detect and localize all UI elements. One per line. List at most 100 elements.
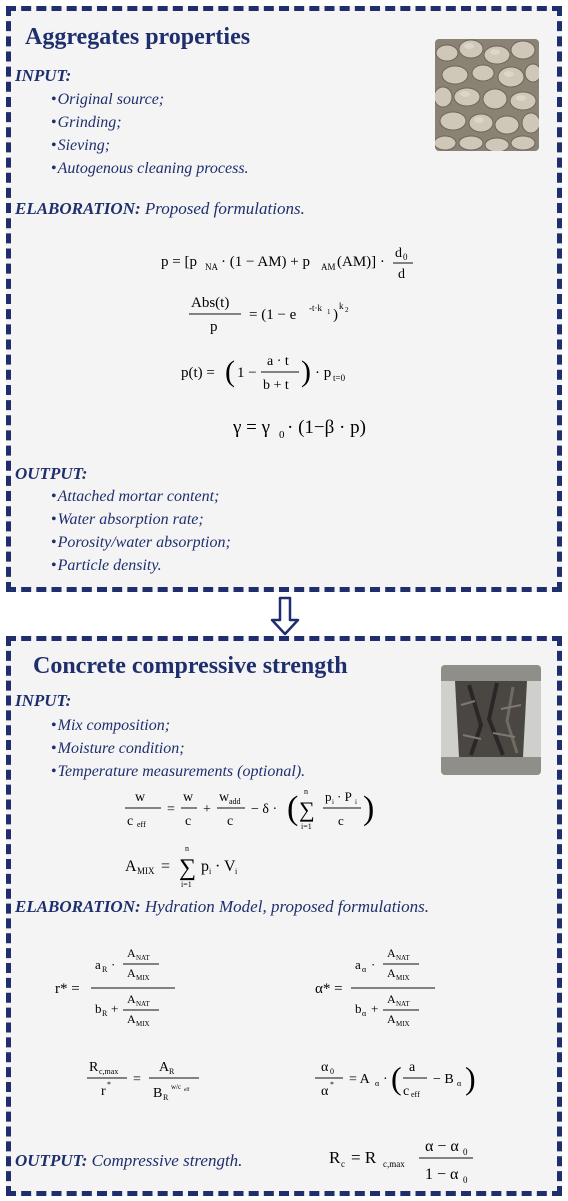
list-item: Porosity/water absorption;: [51, 531, 231, 554]
svg-text:· V: · V: [215, 858, 236, 875]
svg-text:α: α: [362, 1009, 367, 1018]
svg-text:n: n: [185, 844, 189, 853]
svg-text:NAT: NAT: [136, 954, 150, 962]
svg-text:· (1−β · p): · (1−β · p): [287, 417, 366, 438]
svg-text:t=0: t=0: [333, 373, 346, 383]
svg-text:): ): [363, 790, 374, 827]
output-label: OUTPUT: Compressive strength.: [15, 1151, 242, 1171]
svg-text:·: ·: [383, 1072, 388, 1087]
svg-text:NAT: NAT: [396, 954, 410, 962]
input-label: INPUT:: [15, 691, 71, 711]
svg-text:A: A: [125, 858, 137, 875]
svg-text:α* =: α* =: [315, 981, 343, 997]
svg-text:R: R: [89, 1060, 99, 1075]
svg-text:0: 0: [279, 429, 285, 441]
panel-title: Concrete compressive strength: [33, 653, 348, 680]
equation-porosity: p(t) = ( 1 − a · t b + t ) · p t=0: [181, 345, 431, 399]
concrete-panel: Concrete compressive strength INPUT: Mix…: [6, 636, 562, 1196]
list-item: Mix composition;: [51, 714, 305, 737]
svg-text:MIX: MIX: [137, 866, 155, 876]
svg-text:− B: − B: [433, 1072, 454, 1087]
equation-r-star: r* = a R · A NAT A MIX b R + A NAT A MIX: [55, 941, 255, 1037]
list-item: Original source;: [51, 88, 249, 111]
svg-text:NA: NA: [205, 262, 218, 272]
svg-text:a: a: [409, 1060, 416, 1075]
svg-text:α: α: [321, 1084, 329, 1099]
svg-text:0: 0: [403, 252, 408, 262]
svg-text:p = [p: p = [p: [161, 254, 197, 270]
svg-text:− δ ·: − δ ·: [251, 802, 277, 817]
svg-text:1 −: 1 −: [237, 365, 257, 381]
input-list: Mix composition; Moisture condition; Tem…: [51, 714, 305, 783]
svg-text:w: w: [183, 790, 194, 805]
svg-text:A: A: [387, 1012, 396, 1026]
svg-text:w/c: w/c: [171, 1083, 181, 1091]
svg-text:NAT: NAT: [396, 1000, 410, 1008]
svg-text:c: c: [341, 1159, 345, 1169]
svg-text:w: w: [135, 790, 146, 805]
svg-text:2: 2: [345, 306, 349, 314]
svg-text:(AM)] ·: (AM)] ·: [337, 254, 385, 270]
svg-text:eff: eff: [411, 1090, 420, 1099]
svg-text:γ = γ: γ = γ: [233, 417, 270, 438]
svg-text:= R: = R: [351, 1148, 377, 1167]
svg-text:p: p: [210, 319, 218, 335]
svg-text:A: A: [387, 992, 396, 1006]
equation-absorption: Abs(t) p = (1 − e -t·k 1 ) k 2: [189, 289, 419, 337]
svg-text:R: R: [163, 1093, 169, 1102]
output-label: OUTPUT:: [15, 464, 87, 484]
svg-text:Abs(t): Abs(t): [191, 295, 229, 311]
svg-text:A: A: [387, 946, 396, 960]
aggregates-photo: [435, 39, 539, 151]
svg-text:R: R: [102, 965, 108, 974]
equation-density: p = [p NA · (1 − AM) + p AM (AM)] · d 0 …: [161, 241, 461, 283]
svg-text:∑: ∑: [299, 797, 315, 822]
svg-text:=: =: [133, 1072, 141, 1087]
svg-text:): ): [301, 355, 311, 388]
svg-text:b + t: b + t: [263, 378, 289, 393]
equation-gamma: γ = γ 0 · (1−β · p): [233, 407, 433, 447]
svg-text:i=1: i=1: [181, 880, 192, 889]
list-item: Particle density.: [51, 554, 231, 577]
svg-text:R: R: [329, 1148, 341, 1167]
svg-text:α − α: α − α: [425, 1138, 459, 1155]
svg-text:d: d: [395, 246, 402, 261]
svg-text:· P: · P: [337, 789, 352, 804]
svg-text:*: *: [107, 1080, 111, 1089]
equation-alpha-ratio: α 0 α * = A α · ( a c eff − B α ): [315, 1051, 515, 1107]
list-item: Grinding;: [51, 111, 249, 134]
svg-text:+: +: [203, 802, 211, 817]
svg-text:eff: eff: [184, 1088, 190, 1093]
svg-text:r* =: r* =: [55, 981, 80, 997]
svg-text:i: i: [235, 867, 238, 876]
panel-title: Aggregates properties: [25, 24, 250, 51]
list-item: Water absorption rate;: [51, 508, 231, 531]
svg-text:r: r: [101, 1084, 106, 1099]
equation-rc: R c = R c,max α − α 0 1 − α 0: [329, 1129, 529, 1189]
svg-text:1 − α: 1 − α: [425, 1166, 459, 1183]
list-item: Sieving;: [51, 134, 249, 157]
output-list: Attached mortar content; Water absorptio…: [51, 485, 231, 577]
svg-text:= (1 − e: = (1 − e: [249, 307, 297, 323]
svg-text:AM: AM: [321, 262, 336, 272]
svg-text:α: α: [375, 1079, 380, 1088]
svg-text:c,max: c,max: [383, 1159, 405, 1169]
svg-text:A: A: [127, 1012, 136, 1026]
svg-text:c: c: [127, 814, 133, 829]
down-arrow-icon: [270, 596, 300, 636]
svg-text:c: c: [403, 1084, 409, 1099]
list-item: Moisture condition;: [51, 737, 305, 760]
svg-text:(: (: [225, 355, 235, 388]
svg-text:c: c: [185, 814, 191, 829]
svg-text:a: a: [355, 957, 361, 972]
svg-text:k: k: [339, 301, 344, 311]
svg-text:MIX: MIX: [136, 974, 150, 982]
svg-text:NAT: NAT: [136, 1000, 150, 1008]
elaboration-label: ELABORATION: Hydration Model, proposed f…: [15, 897, 429, 917]
equation-a-mix: A MIX = ∑ n i=1 p i · V i: [125, 841, 325, 891]
concrete-specimen-photo: [441, 665, 541, 775]
svg-text:i: i: [332, 798, 334, 806]
svg-text:·: ·: [371, 957, 375, 972]
input-list: Original source; Grinding; Sieving; Auto…: [51, 88, 249, 180]
svg-text:c,max: c,max: [99, 1067, 118, 1076]
